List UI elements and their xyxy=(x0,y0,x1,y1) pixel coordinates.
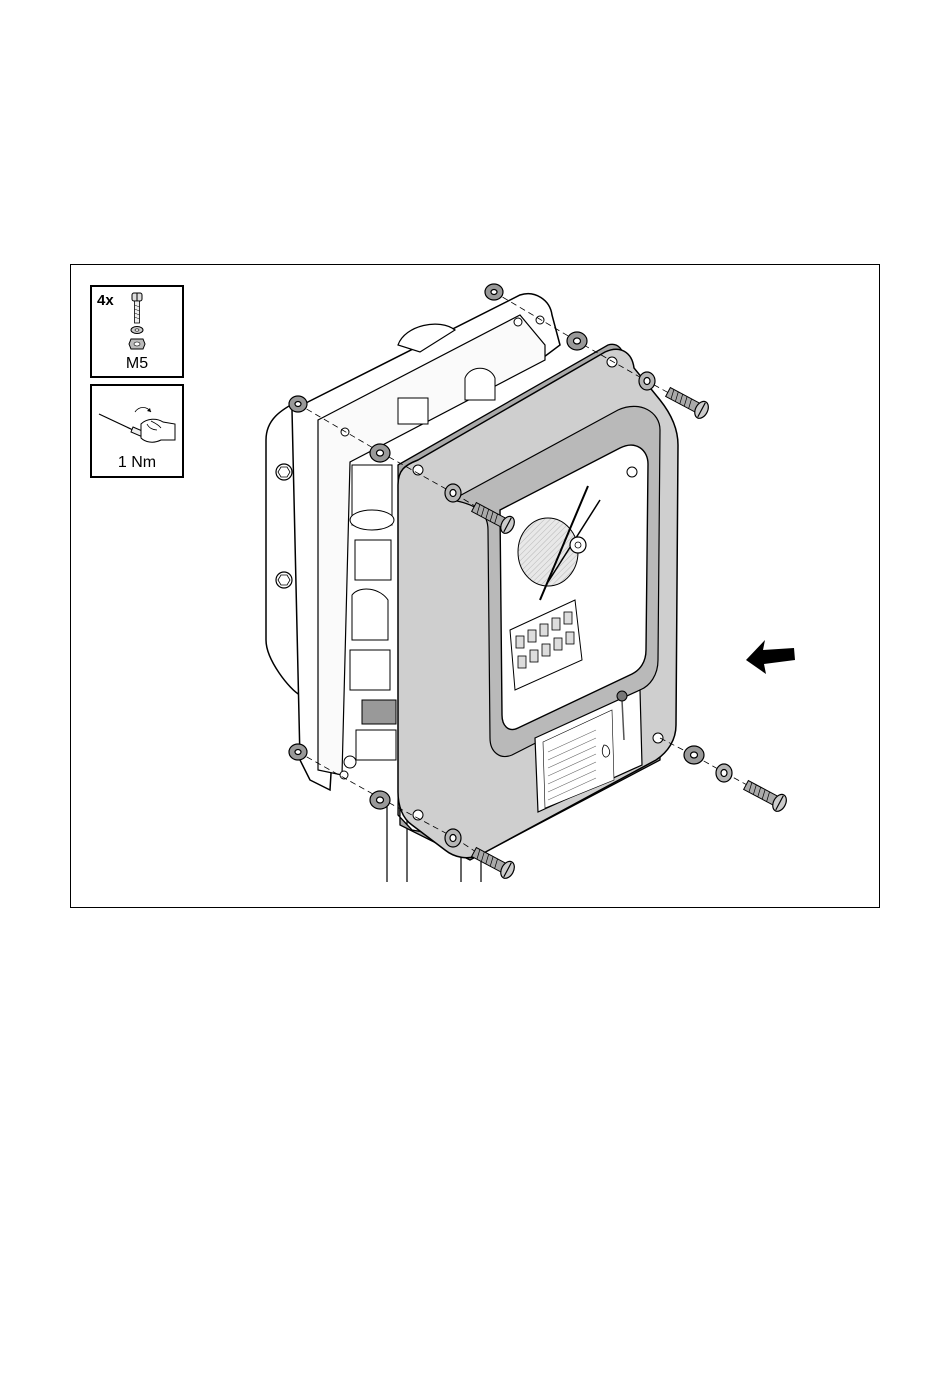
washer xyxy=(445,484,461,502)
hex-nut xyxy=(370,791,390,809)
hex-nut xyxy=(485,284,503,300)
arrow-left-icon xyxy=(746,640,795,674)
screw xyxy=(742,777,789,814)
hex-nut xyxy=(370,444,390,462)
hex-nut xyxy=(289,396,307,412)
washer xyxy=(445,829,461,847)
washer xyxy=(639,372,655,390)
screw xyxy=(470,844,517,881)
washer xyxy=(716,764,732,782)
enclosure-cover xyxy=(398,344,678,860)
hex-nut xyxy=(289,744,307,760)
hex-nut xyxy=(684,746,704,764)
hex-nut xyxy=(567,332,587,350)
